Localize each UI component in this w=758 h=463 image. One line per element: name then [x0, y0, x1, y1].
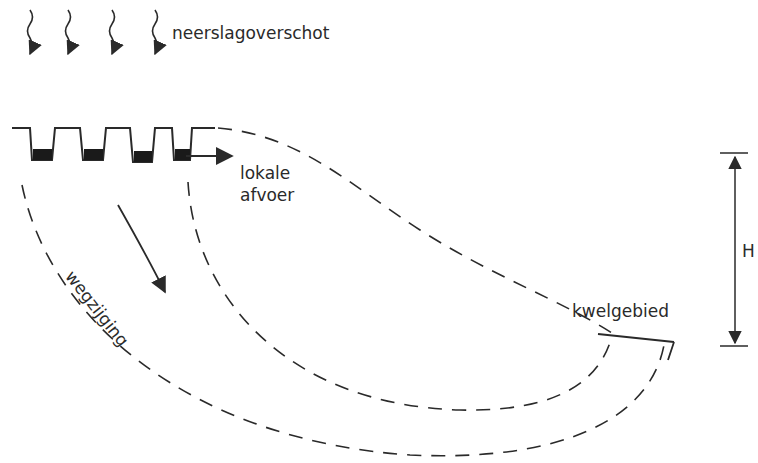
dimension-line [734, 157, 736, 343]
flow-line [188, 182, 612, 410]
annotation-label: H [742, 240, 758, 262]
annotation-label: neerslagoverschot [172, 22, 372, 44]
seepage-surface [598, 334, 674, 342]
rain-arrow [110, 10, 115, 54]
ditch-profile [12, 128, 215, 162]
ditch-water [33, 149, 190, 162]
rain-arrow [66, 10, 71, 54]
seepage-area [598, 334, 674, 360]
rain-arrow [28, 10, 33, 54]
annotation-label: wegzijging [61, 266, 165, 390]
rain-arrow [153, 10, 158, 54]
ditch-water [175, 149, 190, 160]
annotation-label: lokale afvoer [240, 162, 320, 206]
water-table-line [218, 128, 612, 333]
ditch-water [33, 149, 52, 160]
rain-arrows [28, 10, 158, 54]
ditch-water [84, 149, 103, 160]
dimension-tick [720, 152, 748, 154]
outflow-arrow [186, 155, 232, 157]
annotation-label: kwelgebied [572, 300, 692, 322]
ditch-water [134, 151, 152, 162]
infiltration-arrow [118, 205, 165, 292]
flow-line [22, 185, 664, 456]
seepage-bank [668, 342, 674, 360]
dimension-tick [720, 345, 748, 347]
flow-lines [22, 128, 664, 456]
